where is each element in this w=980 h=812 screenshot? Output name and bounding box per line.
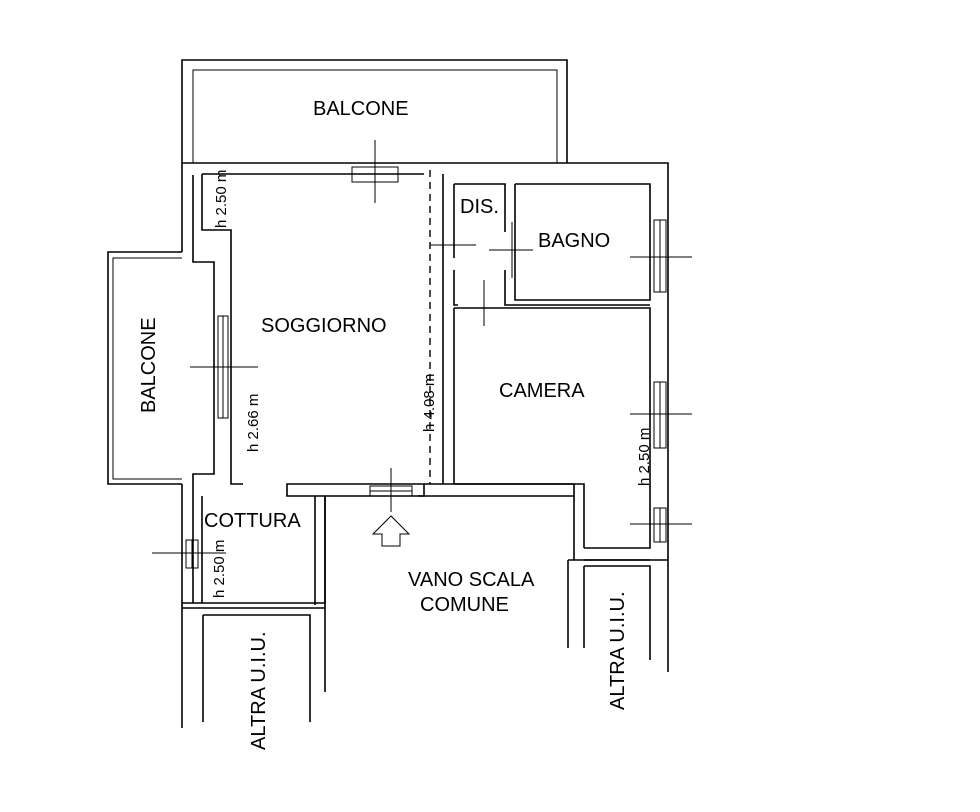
- interior-walls: [442, 174, 669, 672]
- label-altra-left: ALTRA U.I.U.: [248, 631, 270, 750]
- balcony-top: [181, 59, 568, 163]
- label-altra-right: ALTRA U.I.U.: [607, 591, 629, 710]
- height-camera: h 2.50 m: [636, 428, 653, 486]
- label-soggiorno: SOGGIORNO: [261, 315, 387, 337]
- label-comune: COMUNE: [420, 594, 509, 616]
- label-dis: DIS.: [460, 196, 499, 218]
- height-soggiorno-top: h 2.50 m: [213, 170, 230, 228]
- windows: [185, 166, 667, 569]
- balcony-left: [107, 251, 182, 485]
- height-soggiorno: h 2.66 m: [245, 394, 262, 452]
- label-balcone-top: BALCONE: [313, 98, 409, 120]
- height-soggiorno-right: h 4.08 m: [421, 374, 438, 432]
- label-cottura: COTTURA: [204, 510, 301, 532]
- door-marks: [152, 140, 692, 554]
- label-bagno: BAGNO: [538, 230, 610, 252]
- exterior-walls: [181, 162, 669, 728]
- label-vano-scala: VANO SCALA: [408, 569, 535, 591]
- label-balcone-left: BALCONE: [138, 317, 160, 413]
- label-camera: CAMERA: [499, 380, 585, 402]
- entrance-arrow-icon: [371, 515, 411, 547]
- height-cottura: h 2.50 m: [211, 540, 228, 598]
